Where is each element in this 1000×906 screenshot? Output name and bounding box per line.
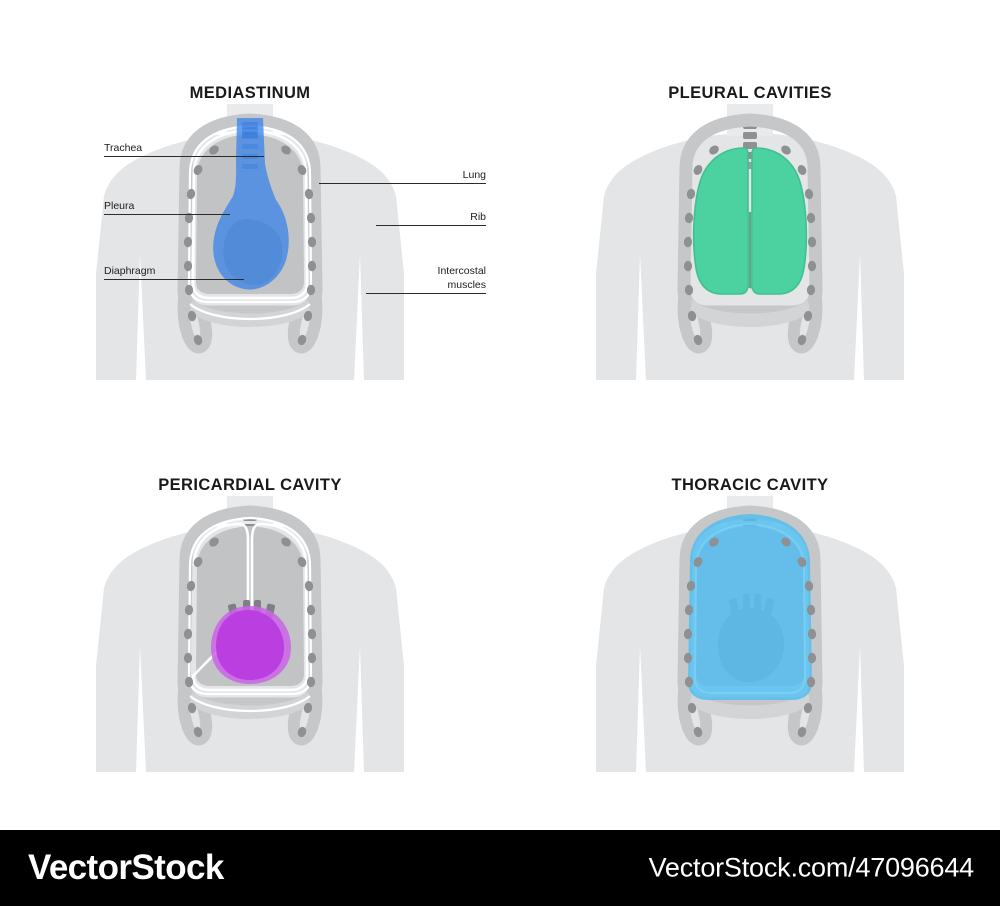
callout-rib-leader [376,225,486,226]
highlight-lungs-green [692,147,808,295]
callout-pleura-leader [104,214,230,215]
diaphragm [189,692,311,719]
rib-dots [683,145,817,346]
rib-dots [183,145,317,346]
panel-title-mediastinum: MEDIASTINUM [189,84,311,102]
pleura-membrane [187,516,313,696]
callout-diaphragm: Diaphragm [104,265,244,280]
panel-pericardial-cavity: PERICARDIAL CAVITY [0,392,500,807]
figure-mediastinum [0,104,500,394]
panel-thoracic-cavity: THORACIC CAVITY [500,392,1000,807]
rib-dots [183,537,317,738]
watermark-footer: VectorStock VectorStock.com/47096644 [0,830,1000,906]
callout-lung-leader [319,183,486,184]
callout-trachea-label: Trachea [104,142,143,154]
diaphragm [690,692,810,719]
panel-title-pericardial-cavity: PERICARDIAL CAVITY [158,476,342,494]
vectorstock-url: VectorStock.com/47096644 [648,852,975,883]
pleura-membrane [187,124,313,304]
torso-diagram-pleural [596,104,904,380]
highlight-mediastinum [213,118,289,290]
vectorstock-logo: VectorStock [28,848,224,887]
figure-pericardial-cavity [0,496,500,786]
callout-lung: Lung [319,169,486,184]
highlight-thoracic-blue [688,514,812,700]
figure-pleural-cavities [500,104,1000,394]
diaphragm [189,300,311,327]
callout-diaphragm-label: Diaphragm [104,265,156,277]
callout-trachea: Trachea [104,142,264,157]
torso-diagram-pericardial [96,496,404,772]
callout-intercostal-muscles: Intercostal muscles [366,265,486,294]
infographic-poster: MEDIASTINUM [0,0,1000,807]
diaphragm [690,300,810,327]
callout-pleura-label: Pleura [104,200,135,212]
figure-thoracic-cavity [500,496,1000,786]
callout-pleura: Pleura [104,200,230,215]
rib-dots [683,537,817,738]
highlight-pericardium-purple [210,606,292,684]
panel-mediastinum: MEDIASTINUM [0,0,500,415]
callout-trachea-leader [104,156,264,157]
torso-diagram-thoracic [596,496,904,772]
callout-rib-label: Rib [470,211,486,223]
callout-rib: Rib [376,211,486,226]
callout-lung-label: Lung [462,169,486,181]
torso-diagram-mediastinum [96,104,404,380]
panel-title-pleural-cavities: PLEURAL CAVITIES [668,84,832,102]
callout-intercostal-line2: muscles [447,279,486,291]
panel-pleural-cavities: PLEURAL CAVITIES [500,0,1000,415]
callout-intercostal-line1: Intercostal [437,265,486,277]
panel-title-thoracic-cavity: THORACIC CAVITY [671,476,829,494]
callout-intercostal-leader [366,293,486,294]
callout-diaphragm-leader [104,279,244,280]
